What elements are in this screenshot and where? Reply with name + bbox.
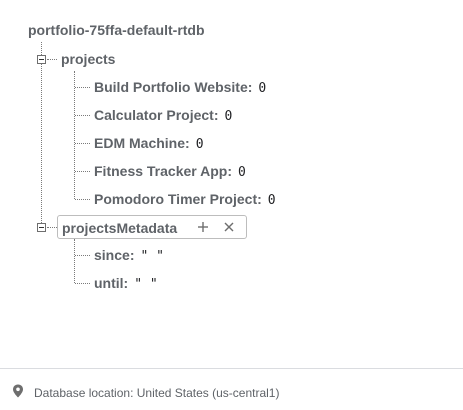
tree-connector (75, 171, 90, 172)
leaf-since[interactable]: since: " " (94, 247, 164, 264)
leaf-key: Calculator Project (94, 107, 214, 123)
leaf-value[interactable]: 0 (237, 165, 246, 180)
database-location-footer: Database location: United States (us-cen… (0, 369, 463, 410)
leaf-value[interactable]: 0 (267, 193, 276, 208)
tree-connector (41, 42, 42, 227)
leaf-value[interactable]: 0 (224, 109, 233, 124)
tree-connector (75, 87, 90, 88)
tree-connector (75, 115, 90, 116)
leaf-colon: : (257, 191, 262, 207)
tree-connector (74, 239, 75, 283)
leaf-edm-machine[interactable]: EDM Machine:0 (94, 135, 204, 152)
footer-divider (0, 368, 463, 369)
tree-connector (74, 71, 75, 199)
node-projects-metadata-selected[interactable]: projectsMetadata (57, 215, 247, 239)
database-root-label[interactable]: portfolio-75ffa-default-rtdb (28, 22, 205, 38)
leaf-colon: : (123, 275, 129, 291)
tree-connector (75, 283, 90, 284)
location-pin-icon (12, 384, 24, 403)
tree-connector (75, 255, 90, 256)
leaf-value[interactable]: " " (134, 277, 158, 292)
leaf-key: until (94, 275, 124, 291)
leaf-until[interactable]: until: " " (94, 275, 158, 292)
leaf-calculator-project[interactable]: Calculator Project:0 (94, 107, 232, 124)
database-location-text: Database location: United States (us-cen… (34, 386, 280, 400)
tree-connector (47, 59, 57, 60)
leaf-key: EDM Machine (94, 135, 186, 151)
close-icon[interactable] (220, 218, 238, 236)
collapse-toggle-projects-metadata[interactable] (37, 223, 46, 232)
leaf-colon: : (227, 163, 232, 179)
database-tree: portfolio-75ffa-default-rtdb projects Bu… (28, 22, 276, 292)
leaf-value[interactable]: 0 (195, 137, 204, 152)
leaf-fitness-tracker-app[interactable]: Fitness Tracker App:0 (94, 163, 246, 180)
leaf-colon: : (185, 135, 190, 151)
leaf-value[interactable]: " " (140, 249, 164, 264)
leaf-key: since (94, 247, 130, 263)
leaf-colon: : (129, 247, 135, 263)
tree-connector (47, 227, 57, 228)
leaf-key: Pomodoro Timer Project (94, 191, 258, 207)
leaf-key: Fitness Tracker App (94, 163, 228, 179)
plus-icon[interactable] (194, 218, 212, 236)
tree-connector (75, 143, 90, 144)
leaf-pomodoro-timer-project[interactable]: Pomodoro Timer Project:0 (94, 191, 276, 208)
leaf-build-portfolio-website[interactable]: Build Portfolio Website:0 (94, 79, 266, 96)
node-projects-metadata[interactable]: projectsMetadata (62, 220, 178, 236)
leaf-colon: : (247, 79, 253, 95)
leaf-key: Build Portfolio Website (94, 79, 248, 95)
tree-connector (75, 199, 90, 200)
leaf-colon: : (213, 107, 219, 123)
node-projects[interactable]: projects (61, 51, 116, 67)
collapse-toggle-projects[interactable] (37, 55, 46, 64)
leaf-value[interactable]: 0 (258, 81, 267, 96)
